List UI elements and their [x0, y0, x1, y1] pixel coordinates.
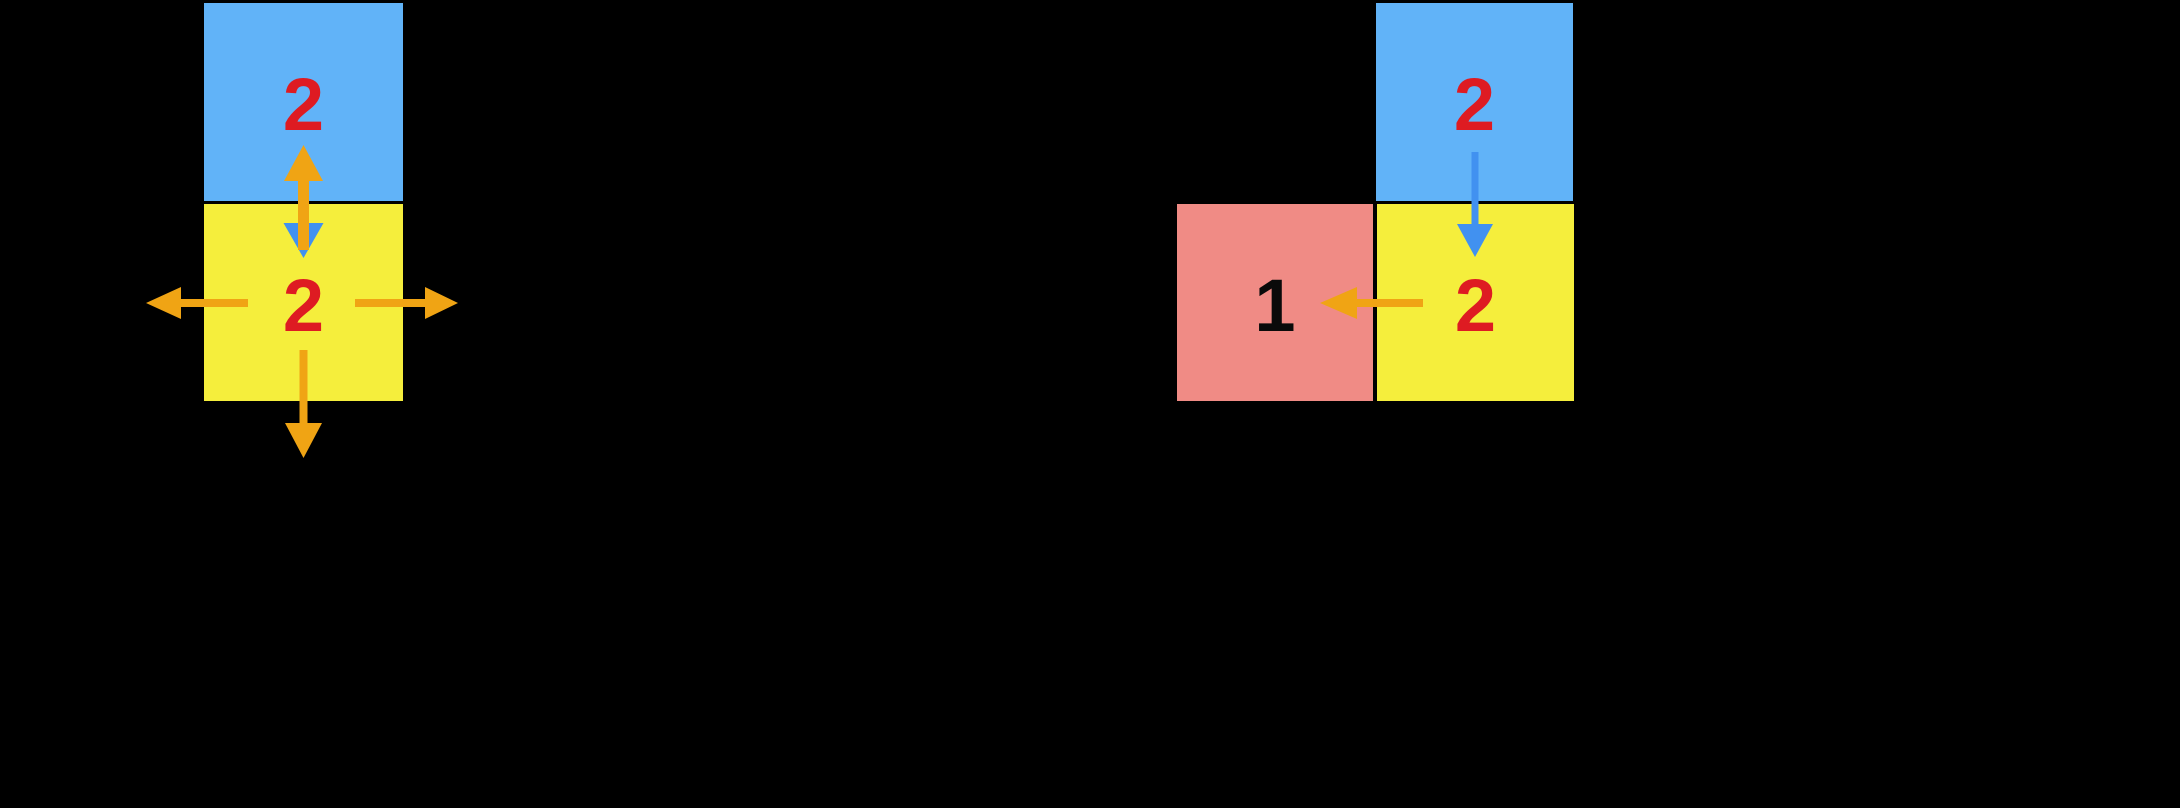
- yellow-tile: 2: [1377, 204, 1574, 401]
- blue-tile-value: 2: [282, 63, 325, 146]
- pink-tile: 1: [1177, 204, 1373, 401]
- blue-tile: 2: [1376, 3, 1573, 201]
- yellow-tile-value: 2: [1454, 263, 1497, 347]
- yellow-tile-value: 2: [282, 263, 325, 347]
- pink-tile-value: 1: [1254, 263, 1296, 347]
- blue-tile-value: 2: [1453, 63, 1496, 146]
